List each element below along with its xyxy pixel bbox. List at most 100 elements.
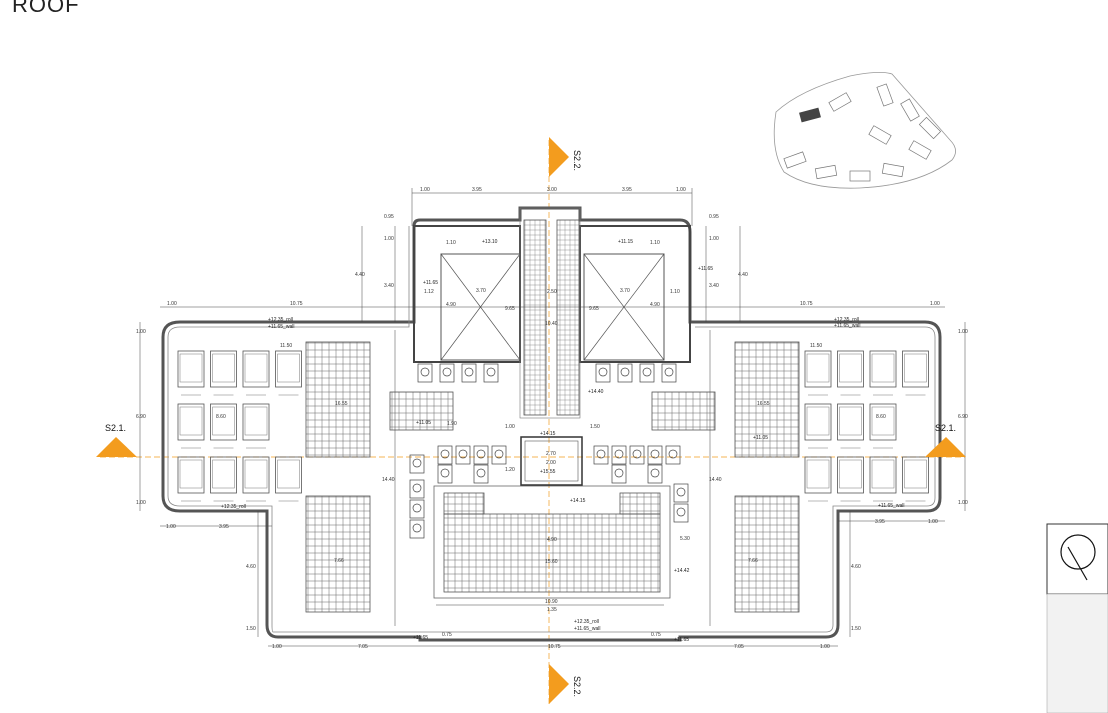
vdim: 1.00 [958, 500, 968, 506]
hvac-unit [242, 350, 270, 396]
vdim: 1.50 [851, 626, 861, 632]
hvac-unit [869, 350, 897, 396]
level-label: +11.65 [674, 637, 689, 643]
section-marker-right: S2.1. [925, 423, 966, 457]
fan-unit [611, 445, 627, 465]
stair-box [520, 436, 583, 486]
vdim: 6.90 [136, 414, 146, 420]
keyplan-building [814, 164, 838, 180]
center-dim: 1.00 [505, 424, 515, 430]
hvac-unit [275, 350, 302, 396]
side-dim: 3.95 [875, 519, 885, 525]
vdim: 1.00 [136, 500, 146, 506]
dim-right-span: 10.75 [800, 301, 813, 307]
center-dim: 1.35 [547, 607, 557, 613]
level-label: +11.65_wall [878, 503, 904, 509]
keyplan-building [908, 140, 932, 160]
hvac-unit [242, 403, 270, 449]
side-dim: 3.95 [219, 524, 229, 530]
core-dim: 4.90 [650, 302, 660, 308]
vdim: 4.60 [851, 564, 861, 570]
core-dim: 4.90 [446, 302, 456, 308]
hvac-unit [902, 456, 929, 502]
vdim: 3.40 [384, 283, 394, 289]
level-label: +14.15 [570, 498, 586, 504]
center-dim: 15.60 [545, 559, 558, 565]
dim-right-edge: 1.00 [930, 301, 940, 307]
keyplan-building [783, 151, 807, 169]
keyplan-building [849, 170, 871, 182]
keyplan-building [900, 98, 920, 122]
top-dim: 3.95 [622, 187, 632, 193]
fan-unit [595, 363, 611, 383]
level-label: +14.15 [540, 431, 556, 437]
ventilation-fans [409, 363, 689, 539]
keyplan-building [868, 125, 892, 145]
vertical-dimensions: 0.95 1.00 4.40 3.40 1.00 6.90 1.00 4.60 … [136, 214, 968, 632]
hvac-unit [869, 403, 897, 449]
bottom-dim: 7.05 [358, 644, 368, 650]
core-dim: 3.70 [620, 288, 630, 294]
level-label: +12.35_roll [834, 317, 859, 323]
fan-unit [437, 445, 453, 465]
fan-unit [491, 445, 507, 465]
vdim: 3.40 [709, 283, 719, 289]
fan-unit [439, 363, 455, 383]
panel-label: 7.66 [334, 558, 344, 564]
hvac-unit [837, 456, 864, 502]
vdim: 1.00 [384, 236, 394, 242]
center-dim: 5.30 [680, 536, 690, 542]
hvac-unit [177, 403, 205, 449]
center-dim: 1.20 [505, 467, 515, 473]
fan-unit [639, 363, 655, 383]
section-marker-bottom: S2.2. [549, 664, 582, 704]
level-label: +11.65_wall [574, 626, 600, 632]
fan-unit [473, 445, 489, 465]
core-dim: 1.10 [670, 289, 680, 295]
hvac-unit [177, 456, 205, 502]
solar-panel-arrays [305, 341, 800, 613]
level-label: +11.65 [698, 266, 713, 272]
hvac-unit [869, 456, 897, 502]
vdim: 14.40 [382, 477, 395, 483]
vdim: 14.40 [709, 477, 722, 483]
section-marker-top: S2.2. [549, 137, 582, 177]
bottom-dimensions: 1.00 7.05 0.75 10.75 0.75 7.05 1.00 1.00… [166, 519, 938, 650]
fan-unit [417, 363, 433, 383]
core-dim: 9.65 [505, 306, 515, 312]
section-label: S2.2. [572, 150, 582, 171]
top-dim: 1.00 [420, 187, 430, 193]
hvac-unit [210, 403, 237, 449]
fan-unit [409, 499, 425, 519]
level-label: +14.40 [588, 389, 604, 395]
fan-unit [593, 445, 609, 465]
keyplan-building [876, 83, 894, 107]
fan-unit [647, 464, 663, 484]
level-label: +15.55 [540, 469, 556, 475]
fan-unit [661, 363, 677, 383]
level-label: +12.35_roll [221, 504, 246, 510]
keyplan-building [828, 92, 852, 112]
fan-unit [673, 503, 689, 523]
hvac-unit [804, 403, 832, 449]
bottom-dim: 7.05 [734, 644, 744, 650]
level-label: +11.65_wall [268, 324, 294, 330]
level-label: +11.05 [416, 420, 431, 426]
hvac-unit [177, 350, 205, 396]
keyplan-building [918, 116, 942, 140]
core-dim: 10.40 [545, 321, 558, 327]
fan-unit [437, 464, 453, 484]
keyplan-building [881, 162, 905, 178]
hvac-unit [210, 350, 237, 396]
bottom-dim: 0.75 [651, 632, 661, 638]
roof-outline [161, 206, 942, 642]
fan-unit [409, 454, 425, 474]
top-dim: 3.00 [547, 187, 557, 193]
hvac-unit [804, 350, 832, 396]
vdim: 0.95 [384, 214, 394, 220]
hvac-unit [242, 456, 270, 502]
level-label: +14.42 [674, 568, 690, 574]
dimension-lines [139, 188, 966, 647]
level-markers: +13.10 +11.15 +11.65 +11.65 +12.35_roll … [221, 239, 904, 643]
